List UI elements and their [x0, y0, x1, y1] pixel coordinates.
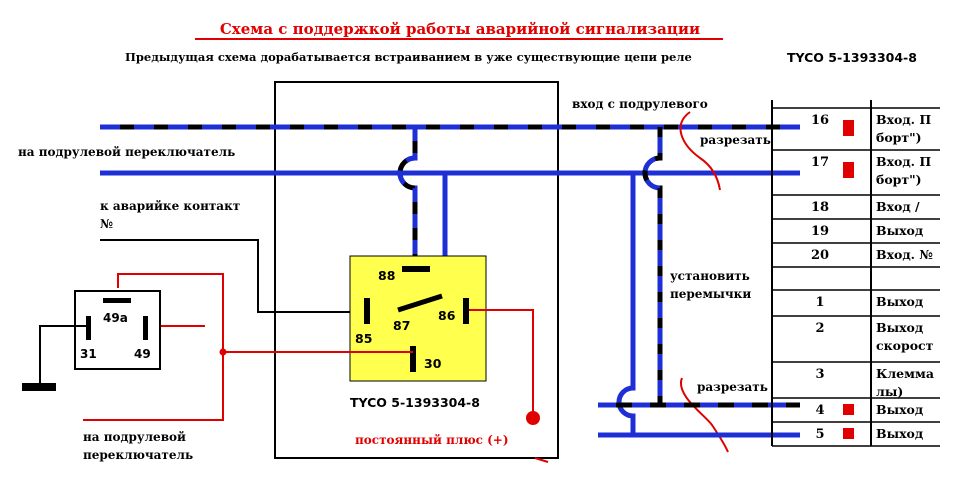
table-row-marker	[843, 120, 854, 136]
label-cut-top: разрезать	[700, 133, 771, 147]
table-row-marker	[843, 162, 854, 178]
small-relay-pin-49: 49	[134, 347, 151, 361]
label-hazard-number: №	[100, 217, 113, 231]
label-install-jumpers-1: установить	[670, 269, 750, 283]
label-hazard-contact: к аварийке контакт	[100, 199, 240, 213]
table-row-text: Выход	[876, 320, 923, 335]
relay-enclosure	[274, 81, 559, 459]
table-row-text: Вход. №	[876, 247, 933, 262]
table-row-number: 19	[811, 224, 829, 239]
label-input-from-column: вход с подрулевого	[572, 97, 708, 111]
relay-contact-arm	[397, 293, 443, 313]
label-to-switch-bottom-2: переключатель	[83, 448, 193, 462]
ground-symbol	[22, 383, 56, 391]
wire-small-relay-49a	[83, 273, 224, 421]
table-row-text: Выход	[876, 426, 923, 441]
table-row-number: 3	[815, 367, 824, 382]
table-row-text-continued: скорост	[876, 338, 934, 353]
table-row-text-continued: борт")	[876, 130, 922, 145]
table-row-text: Клемма	[876, 366, 934, 381]
relay-caption: TYCO 5-1393304-8	[350, 395, 480, 410]
wire-86-to-constant-plus	[469, 309, 534, 416]
relay-pin-85: 85	[355, 331, 372, 346]
table-row-text: Выход	[876, 402, 923, 417]
table-row-text-continued: борт")	[876, 172, 922, 187]
table-row-marker	[843, 428, 854, 439]
table-row-number: 17	[811, 155, 829, 170]
table-row-number: 1	[815, 295, 824, 310]
label-to-switch-bottom-1: на подрулевой	[83, 430, 186, 444]
hazard-wire	[100, 239, 367, 313]
wire-top-to-88-blue	[397, 127, 418, 268]
table-row-number: 16	[811, 113, 829, 128]
table-row-number: 2	[815, 321, 824, 336]
diagram-title: Схема с поддержкой работы аварийной сигн…	[220, 20, 700, 38]
table-row-number: 20	[811, 248, 829, 263]
small-relay-pin-49-blade	[143, 316, 148, 340]
label-to-switch-top: на подрулевой переключатель	[18, 145, 235, 159]
jumper-wire-1	[642, 127, 663, 405]
relay-pin-88-blade	[402, 266, 430, 272]
table-row-number: 18	[811, 200, 829, 215]
wire-junction-dot	[219, 348, 227, 356]
relay-pin-88: 88	[378, 268, 395, 283]
jumper-wire-2	[616, 173, 636, 433]
table-row-text: Выход	[876, 223, 923, 238]
constant-plus-terminal	[526, 411, 540, 425]
cut-mark-top	[679, 111, 721, 191]
diagram-subtitle: Предыдущая схема дорабатывается встраива…	[125, 50, 692, 64]
table-row-number: 5	[815, 427, 824, 442]
table-row-text-continued: лы)	[876, 384, 903, 399]
table-row-text: Выход	[876, 294, 923, 309]
label-cut-bottom: разрезать	[697, 380, 768, 394]
enclosure-bottom-red-mark	[534, 457, 549, 463]
small-relay-pin-31-blade	[86, 316, 91, 340]
small-relay-pin-49a: 49a	[103, 311, 128, 325]
table-row-marker	[843, 404, 854, 415]
relay-pin-85-blade	[364, 298, 370, 324]
ground-wire	[39, 325, 86, 384]
relay-pin-86: 86	[438, 308, 456, 323]
label-install-jumpers-2: перемычки	[670, 287, 751, 301]
relay-pin-30-blade	[410, 346, 416, 372]
table-row-text: Вход /	[876, 199, 920, 214]
jumper-wire-1-dash	[642, 127, 663, 405]
table-row-number: 4	[815, 403, 824, 418]
relay-pin-87: 87	[393, 318, 410, 333]
small-relay-pin-31: 31	[80, 347, 97, 361]
table-row-text: Вход. П	[876, 112, 931, 127]
relay-pin-30: 30	[424, 356, 442, 371]
table-row-text: Вход. П	[876, 154, 931, 169]
small-relay-pin-49a-blade	[103, 298, 131, 303]
label-constant-plus: постоянный плюс (+)	[355, 433, 509, 447]
cut-mark-bottom	[679, 377, 729, 453]
relay-pin-86-blade	[463, 298, 469, 324]
subtitle-relay-model: TYCO 5-1393304-8	[787, 50, 917, 65]
